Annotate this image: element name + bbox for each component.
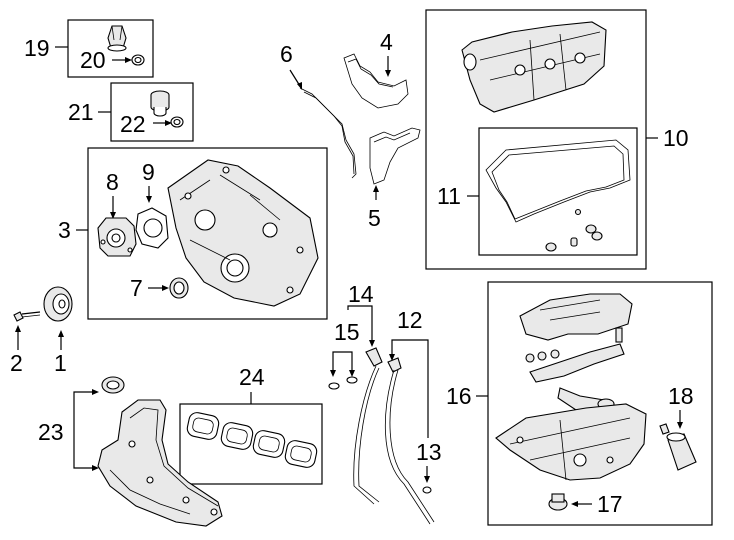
water-pump-gasket: [135, 207, 169, 249]
pulley-bolt: [13, 311, 41, 322]
idler-pulley: [43, 286, 73, 322]
intake-gasket-4: [284, 440, 318, 468]
group-21-22: 21 22: [68, 82, 194, 142]
callout-4: 4: [380, 29, 393, 55]
group-oil-pan: 16 17 18: [446, 281, 713, 526]
valve-cover-gasket: [485, 139, 631, 223]
box-11: [478, 127, 638, 256]
box-19: [67, 19, 154, 78]
callout-20: 20: [80, 47, 106, 73]
callout-23: 23: [38, 419, 64, 445]
intake-gasket-2: [220, 422, 254, 450]
callout-8: 8: [106, 169, 119, 195]
callout-17: 17: [597, 491, 623, 517]
callout-19: 19: [24, 35, 50, 61]
plug-seal-ring: [170, 116, 184, 128]
water-pump-part: [97, 217, 137, 257]
timing-cover-part: [167, 159, 319, 307]
group-oil-filler-cap: 19 20: [24, 19, 154, 78]
intake-manifold-part: [97, 376, 223, 527]
callout-10: 10: [663, 125, 689, 151]
front-seal: [169, 277, 189, 299]
callout-11: 11: [437, 183, 461, 209]
callout-5: 5: [368, 205, 381, 231]
callout-18: 18: [668, 383, 694, 409]
callout-21: 21: [68, 99, 94, 125]
callout-24: 24: [239, 364, 265, 390]
intake-gasket-1: [186, 412, 220, 440]
box-3: [87, 147, 328, 320]
oil-pan-lower-part: [495, 403, 647, 481]
callout-14: 14: [348, 281, 374, 307]
intake-gasket-3: [252, 430, 286, 458]
oil-pan-upper-part: [519, 293, 633, 343]
callout-2: 2: [10, 350, 23, 376]
timing-cover-gasket-upper: [343, 53, 409, 109]
oil-filler-cap-part: [107, 25, 127, 52]
box-10: [425, 9, 647, 270]
callout-9: 9: [142, 159, 155, 185]
group-intake-gaskets: 24: [179, 364, 323, 485]
valve-cover-part: [461, 21, 607, 113]
drain-plug: [548, 493, 568, 511]
callout-16: 16: [446, 383, 472, 409]
box-16: [487, 281, 713, 526]
oil-filter: [659, 423, 697, 471]
gasket-seals: [545, 208, 603, 252]
callout-6: 6: [280, 41, 293, 67]
callout-12: 12: [397, 307, 423, 333]
dipstick-seals: [328, 376, 358, 390]
dipstick-tube-part: [384, 357, 435, 525]
callout-15: 15: [334, 319, 360, 345]
callout-22: 22: [120, 111, 146, 137]
group-timing-cover: 3 8 9 7: [58, 147, 328, 320]
timing-cover-gasket-left: [299, 87, 357, 179]
callout-7: 7: [130, 275, 143, 301]
plug-part: [150, 90, 170, 117]
group-valve-cover: 10 11: [425, 9, 689, 270]
cap-seal-ring: [131, 54, 145, 66]
dipstick-part: [353, 347, 383, 505]
timing-cover-gasket-right: [369, 127, 421, 185]
callout-13: 13: [416, 439, 442, 465]
callout-3: 3: [58, 217, 71, 243]
callout-1: 1: [54, 350, 67, 376]
